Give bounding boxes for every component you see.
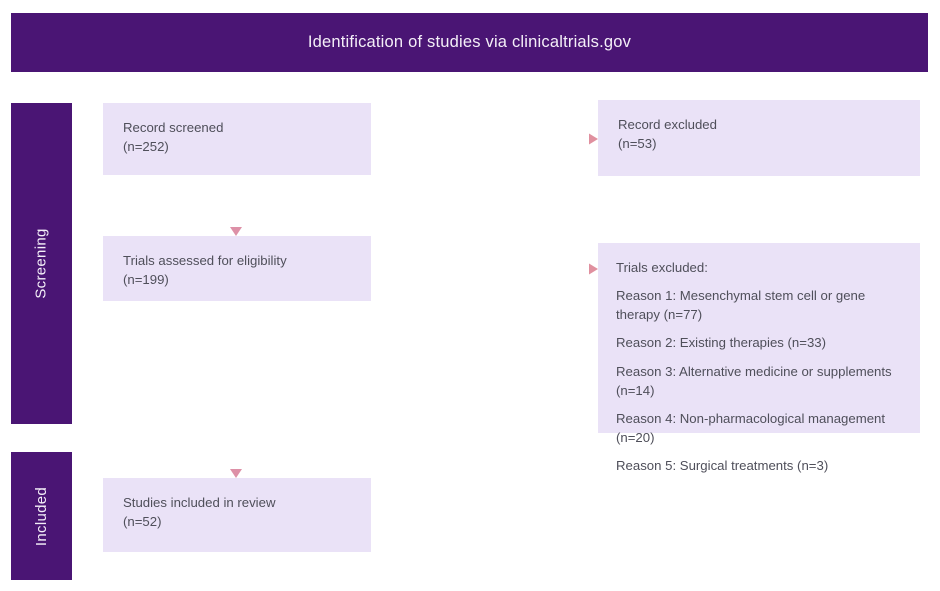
box-record-screened-count: (n=252) xyxy=(123,138,169,154)
exclusion-reason: Reason 2: Existing therapies (n=33) xyxy=(616,335,827,351)
stage-label-included: Included xyxy=(33,486,50,546)
exclusion-reason: Reason 4: Non-pharmacological management… xyxy=(616,410,886,445)
page-title: Identification of studies via clinicaltr… xyxy=(307,32,632,51)
exclusion-reason: Reason 3: Alternative medicine or supple… xyxy=(616,363,892,398)
exclusion-reason: Reason 1: Mesenchymal stem cell or gene … xyxy=(616,288,866,323)
box-studies-included-title: Studies included in review xyxy=(123,495,276,510)
box-record-excluded-count: (n=53) xyxy=(618,135,657,151)
arrow-screened-to-assessed xyxy=(230,176,242,236)
box-record-screened: Record screened (n=252) xyxy=(103,103,371,175)
box-record-excluded-title: Record excluded xyxy=(618,117,717,132)
stage-bar-included: Included xyxy=(11,452,72,580)
exclusion-reason: Reason 5: Surgical treatments (n=3) xyxy=(616,458,829,474)
arrow-screened-to-excluded xyxy=(372,133,598,145)
stage-label-screening: Screening xyxy=(33,228,50,299)
arrow-assessed-to-included xyxy=(230,302,242,478)
box-trials-assessed-count: (n=199) xyxy=(123,271,169,287)
box-trials-assessed-title: Trials assessed for eligibility xyxy=(123,253,287,268)
box-trials-excluded-heading: Trials excluded: xyxy=(616,260,708,275)
box-trials-excluded: Trials excluded: Reason 1: Mesenchymal s… xyxy=(598,243,920,473)
arrow-assessed-to-excluded xyxy=(372,263,598,275)
stage-bar-screening: Screening xyxy=(11,103,72,424)
box-trials-assessed: Trials assessed for eligibility (n=199) xyxy=(103,236,371,301)
box-record-screened-title: Record screened xyxy=(123,120,224,135)
box-studies-included-count: (n=52) xyxy=(123,513,162,529)
box-record-excluded: Record excluded (n=53) xyxy=(598,100,920,176)
box-studies-included: Studies included in review (n=52) xyxy=(103,478,371,552)
diagram-header-banner: Identification of studies via clinicaltr… xyxy=(11,13,928,72)
